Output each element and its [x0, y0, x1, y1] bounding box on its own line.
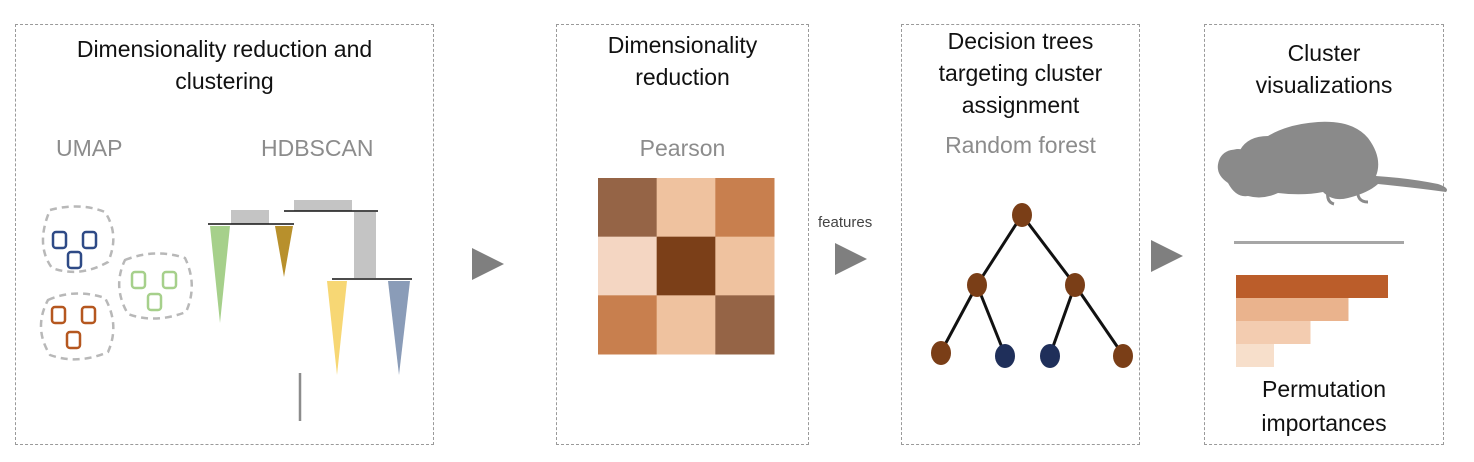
permutation-label-line1: Permutation — [1261, 376, 1386, 402]
tree-node — [967, 273, 987, 297]
panel-title-line2: targeting cluster — [938, 60, 1103, 86]
features-label: features — [818, 214, 873, 231]
umap-cluster-outline-blue — [41, 205, 115, 274]
pearson-label: Pearson — [639, 135, 726, 161]
heatmap-cell — [598, 178, 658, 238]
umap-point — [50, 305, 67, 325]
mouse-silhouette-icon — [1217, 121, 1447, 206]
heatmap-cell — [715, 295, 775, 355]
panel-decision-trees: Decision trees targeting cluster assignm… — [901, 24, 1140, 445]
heatmap-cell — [656, 236, 716, 296]
importance-bar — [1236, 298, 1349, 321]
panel-title-line2: reduction — [635, 64, 730, 90]
umap-point — [161, 270, 178, 290]
cluster-branch-green — [210, 226, 230, 323]
panel-title-line2: visualizations — [1255, 72, 1393, 98]
tree-leaf — [1040, 344, 1060, 368]
right-arrow-icon — [835, 243, 867, 275]
hdbscan-label: HDBSCAN — [261, 135, 374, 161]
cluster-branch-slate — [388, 281, 410, 375]
tree-leaf — [1113, 344, 1133, 368]
umap-clusters-icon — [39, 205, 193, 361]
importance-bar — [1236, 344, 1274, 367]
cluster-branch-yellow — [327, 281, 347, 375]
importance-bar — [1236, 321, 1311, 344]
panel-title-line3: assignment — [961, 92, 1080, 118]
heatmap-cell — [715, 178, 775, 238]
umap-point — [65, 330, 82, 350]
right-arrow-icon — [472, 248, 504, 280]
panel-title-line1: Dimensionality — [607, 32, 758, 58]
umap-point — [81, 230, 98, 250]
heatmap-cell — [656, 295, 716, 355]
heatmap-cell — [598, 295, 658, 355]
heatmap-cell — [715, 236, 775, 296]
importance-bar — [1236, 275, 1388, 298]
umap-point — [146, 292, 163, 312]
panel-title-line2: clustering — [175, 68, 274, 94]
decision-tree-icon — [931, 203, 1133, 368]
umap-point — [51, 230, 68, 250]
cluster-branch-olive — [275, 226, 293, 277]
panel-dimensionality-reduction-clustering: Dimensionality reduction and clustering … — [15, 24, 434, 445]
tree-node — [1065, 273, 1085, 297]
permutation-importances-chart — [1236, 275, 1388, 367]
panel-title-line1: Dimensionality reduction and — [76, 36, 373, 62]
tree-leaf — [931, 341, 951, 365]
panel-title-line1: Decision trees — [947, 28, 1094, 54]
panel-title-line1: Cluster — [1287, 40, 1361, 66]
umap-cluster-outline-green — [118, 252, 193, 320]
heatmap-cell — [598, 236, 658, 296]
umap-point — [80, 305, 97, 325]
umap-label: UMAP — [56, 135, 123, 161]
hdbscan-dendrogram-icon — [208, 200, 412, 421]
umap-cluster-outline-orange — [39, 292, 115, 361]
umap-point — [130, 270, 147, 290]
separator-line — [1234, 241, 1404, 244]
random-forest-label: Random forest — [945, 132, 1096, 158]
heatmap-cell — [656, 178, 716, 238]
umap-point — [66, 250, 83, 270]
panel-cluster-visualizations: Cluster visualizations Permutation impor… — [1204, 24, 1444, 445]
right-arrow-icon — [1151, 240, 1183, 272]
tree-leaf — [995, 344, 1015, 368]
panel-dimensionality-reduction: Dimensionality reduction Pearson — [556, 24, 809, 445]
pearson-heatmap — [598, 178, 775, 355]
tree-node-root — [1012, 203, 1032, 227]
permutation-label-line2: importances — [1261, 410, 1387, 436]
